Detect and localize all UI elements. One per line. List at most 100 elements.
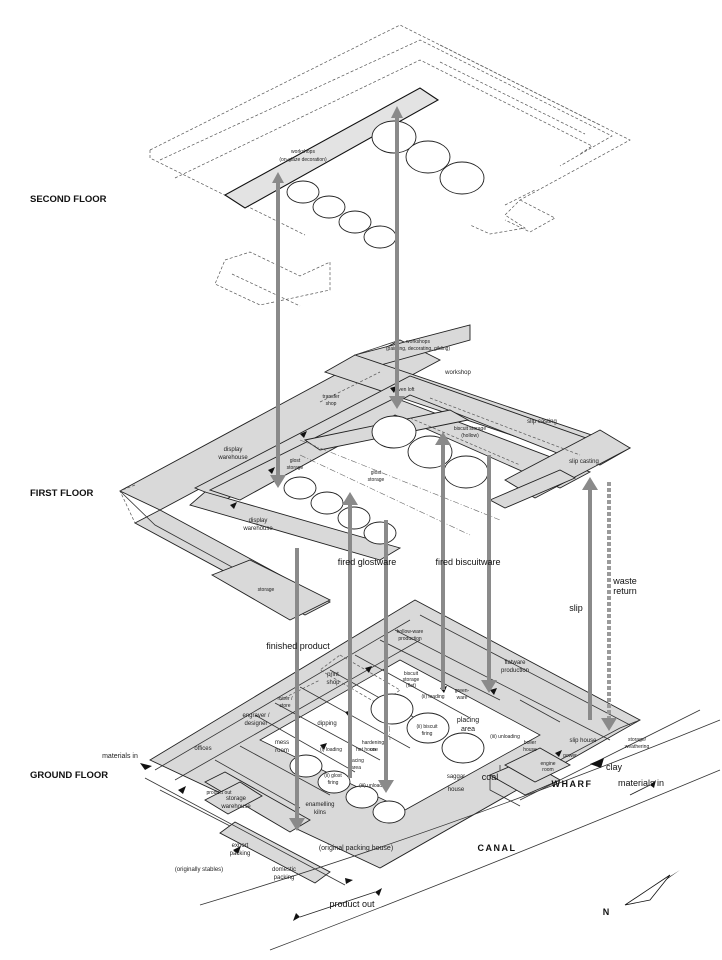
slip-casting-label-1: slip casting bbox=[527, 419, 557, 425]
display-warehouse-2-label: display bbox=[249, 518, 268, 524]
biscuit-storage-flat-sub2: (flat) bbox=[406, 683, 416, 689]
fired-glostware-label: fired glostware bbox=[338, 557, 397, 567]
display-warehouse-1-label: display bbox=[224, 447, 243, 453]
wharf-label: WHARF bbox=[552, 779, 593, 789]
display-warehouse-2-sub: warehouse bbox=[242, 526, 273, 532]
clay-arrow bbox=[590, 758, 604, 768]
kiln bbox=[283, 476, 317, 500]
placing-area-1-sub: area bbox=[461, 726, 475, 733]
transfer-shop-sub: shop bbox=[326, 401, 337, 407]
saggar-house-sub: house bbox=[448, 787, 465, 793]
placing-area-2-label: placing bbox=[348, 758, 364, 764]
placing-area-1-label: placing bbox=[457, 717, 479, 724]
first-floor-plan: workshops (painting, decorating, gilding… bbox=[119, 324, 632, 621]
hardening-on-label: hardening bbox=[362, 740, 384, 746]
kiln bbox=[405, 140, 451, 174]
biscuit-storage-hollow-label: biscuit storage bbox=[454, 426, 486, 432]
kiln bbox=[371, 415, 417, 449]
kiln bbox=[371, 120, 417, 154]
first-floor-workshop-label: workshop bbox=[444, 370, 471, 376]
second-floor-plan: workshops (on-glaze decoration) bbox=[149, 24, 631, 307]
second-floor-label: SECOND FLOOR bbox=[30, 194, 107, 205]
engine-room-label: engine bbox=[540, 761, 555, 767]
mixer-store-sub: store bbox=[279, 703, 290, 709]
enamelling-kilns-label: enamelling bbox=[305, 802, 334, 808]
storage-weathering-label: storage/ bbox=[628, 737, 647, 743]
offices-label: offices bbox=[194, 746, 211, 752]
unloading-iii-2-label: (iii) unloading bbox=[359, 783, 389, 789]
original-packing-house-label: (original packing house) bbox=[319, 845, 393, 852]
flatware-label: flatware bbox=[504, 660, 526, 666]
first-floor-workshops-label: workshops bbox=[406, 339, 430, 345]
waste-return-sub: return bbox=[613, 586, 637, 596]
biscuit-storage-flat-label: biscuit bbox=[404, 671, 419, 677]
mess-room-label: mess bbox=[275, 740, 289, 746]
loading-ii-label: (ii) loading bbox=[421, 694, 444, 700]
storage-warehouse-label: storage bbox=[226, 796, 247, 802]
kiln bbox=[363, 225, 397, 249]
first-floor-storage bbox=[210, 559, 332, 621]
kiln bbox=[370, 693, 414, 725]
glost-storage-1-label: glost bbox=[290, 458, 301, 464]
storage-warehouse-sub: warehouse bbox=[220, 804, 251, 810]
fired-biscuitware-label: fired biscuitware bbox=[435, 557, 500, 567]
second-floor-workshops-sub: (on-glaze decoration) bbox=[279, 157, 327, 163]
product-out-big-label: product out bbox=[329, 899, 375, 909]
ground-floor-label: GROUND FLOOR bbox=[30, 770, 108, 781]
transfer-shop-label: transfer bbox=[323, 394, 340, 400]
kiln bbox=[312, 195, 346, 219]
dipping-label: dipping bbox=[317, 721, 336, 727]
kiln bbox=[310, 491, 344, 515]
print-shop-label: print bbox=[327, 672, 339, 678]
glost-storage-2-label: glost bbox=[371, 470, 382, 476]
oven-loft-label: oven loft bbox=[396, 387, 416, 393]
kiln bbox=[441, 732, 485, 764]
hardening-on-sub: on bbox=[370, 747, 376, 753]
first-floor-workshops-sub: (painting, decorating, gilding) bbox=[386, 346, 451, 352]
clay-label: clay bbox=[606, 762, 623, 772]
kiln bbox=[406, 712, 450, 744]
materials-in-right-label: materials in bbox=[618, 778, 664, 788]
biscuit-firing-label: (ii) biscuit bbox=[416, 724, 438, 730]
kiln bbox=[289, 754, 323, 778]
hollowware-label: hollow-ware bbox=[397, 629, 424, 635]
waste-return-label: waste bbox=[612, 576, 637, 586]
ground-floor-plan: hollow-ware production print shop mixer … bbox=[102, 599, 721, 951]
second-floor-workshops-label: workshops bbox=[291, 149, 315, 155]
hot-house-label: hot house bbox=[356, 747, 378, 753]
glost-storage-1-sub: storage bbox=[287, 465, 304, 471]
flow-arrows bbox=[270, 106, 617, 831]
product-out-small-label: product out bbox=[206, 790, 232, 796]
kiln bbox=[337, 506, 371, 530]
mixer-store-label: mixer / bbox=[278, 696, 294, 702]
boiler-house-sub: house bbox=[523, 747, 537, 753]
export-packing-sub: packing bbox=[230, 851, 251, 857]
glost-firing-sub: firing bbox=[328, 780, 339, 786]
materials-in-left-arrow bbox=[140, 763, 152, 770]
slip-house-label: slip house bbox=[569, 738, 597, 744]
engraver-sub: designer bbox=[244, 721, 267, 727]
saggar-house-label: saggar bbox=[447, 774, 465, 780]
materials-in-left-label: materials in bbox=[102, 753, 138, 760]
domestic-packing-label: domestic bbox=[272, 867, 296, 873]
biscuit-firing-sub: firing bbox=[422, 731, 433, 737]
kiln bbox=[363, 521, 397, 545]
slip-casting-label-2: slip casting bbox=[569, 459, 599, 465]
display-warehouse-1-sub: warehouse bbox=[217, 455, 248, 461]
unloading-iii-1-label: (iii) unloading bbox=[490, 734, 520, 740]
glost-storage-2-sub: storage bbox=[368, 477, 385, 483]
biscuit-storage-hollow-sub: (hollow) bbox=[461, 433, 479, 439]
loading-i-label: (i) loading bbox=[320, 747, 342, 753]
kiln bbox=[286, 180, 320, 204]
originally-stables-label: (originally stables) bbox=[175, 867, 223, 873]
power-label: power bbox=[563, 753, 577, 759]
storage-weathering-sub: weathering bbox=[625, 744, 650, 750]
coal-label: coal bbox=[482, 772, 499, 782]
kiln bbox=[443, 455, 489, 489]
biscuit-storage-flat-sub: storage bbox=[403, 677, 420, 683]
mess-room-sub: room bbox=[275, 748, 289, 754]
placing-area-2-sub: area bbox=[351, 765, 361, 771]
hollowware-sub: production bbox=[398, 636, 422, 642]
kiln bbox=[345, 785, 379, 809]
